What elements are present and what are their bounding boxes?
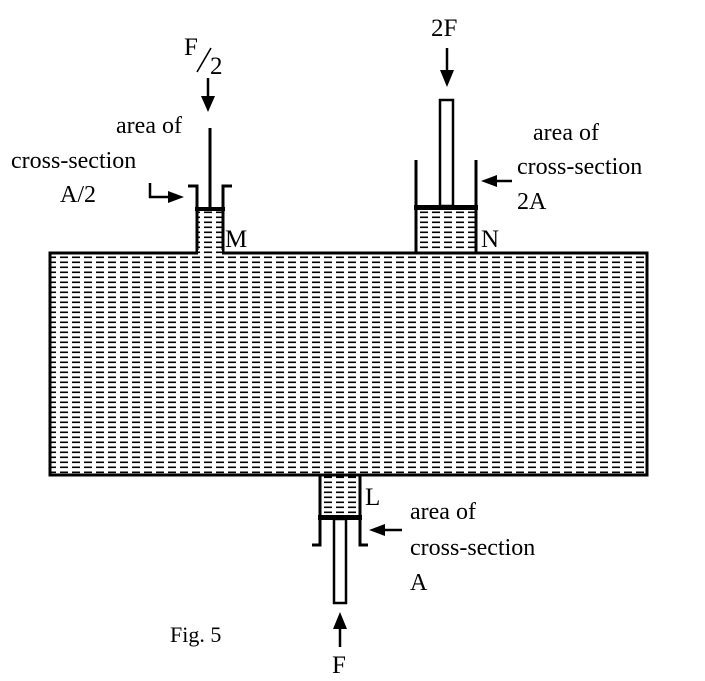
force-label-l: F (332, 652, 346, 679)
force-m-main: F (184, 34, 198, 61)
cylinder-m (188, 128, 232, 256)
area-annotation-m: area of cross-section A/2 (11, 113, 182, 208)
pointer-arrow-l (369, 524, 402, 536)
figure-caption: Fig. 5 (170, 622, 221, 647)
fraction-slash (196, 47, 212, 73)
cylinder-n (414, 98, 478, 256)
force-label-n: 2F (431, 15, 457, 42)
piston-m-plate (195, 207, 225, 211)
piston-l-rod (332, 517, 348, 605)
pointer-arrow-n (481, 175, 512, 187)
svg-text:cross-section: cross-section (410, 535, 535, 561)
pointer-arrow-m (148, 183, 184, 203)
force-arrow-m (201, 78, 215, 112)
piston-n-rod (438, 98, 455, 208)
piston-l-plate (318, 515, 362, 520)
svg-text:area of: area of (533, 120, 599, 146)
svg-text:cross-section: cross-section (11, 148, 136, 174)
force-m-sub: 2 (210, 53, 223, 80)
svg-text:A/2: A/2 (60, 182, 96, 208)
area-annotation-l: area of cross-section A (410, 499, 535, 596)
force-arrow-n (440, 48, 454, 87)
label-m: M (225, 226, 247, 253)
svg-text:2A: 2A (517, 189, 547, 215)
cylinder-l (312, 472, 368, 605)
svg-text:cross-section: cross-section (517, 154, 642, 180)
svg-text:area of: area of (116, 113, 182, 139)
force-arrow-l (333, 612, 347, 647)
label-n: N (481, 226, 499, 253)
main-tank (48, 251, 649, 477)
piston-n-plate (414, 205, 478, 210)
force-label-m: F 2 (184, 34, 223, 80)
svg-text:A: A (410, 570, 428, 596)
area-annotation-n: area of cross-section 2A (517, 120, 642, 215)
label-l: L (365, 484, 380, 511)
svg-text:area of: area of (410, 499, 476, 525)
